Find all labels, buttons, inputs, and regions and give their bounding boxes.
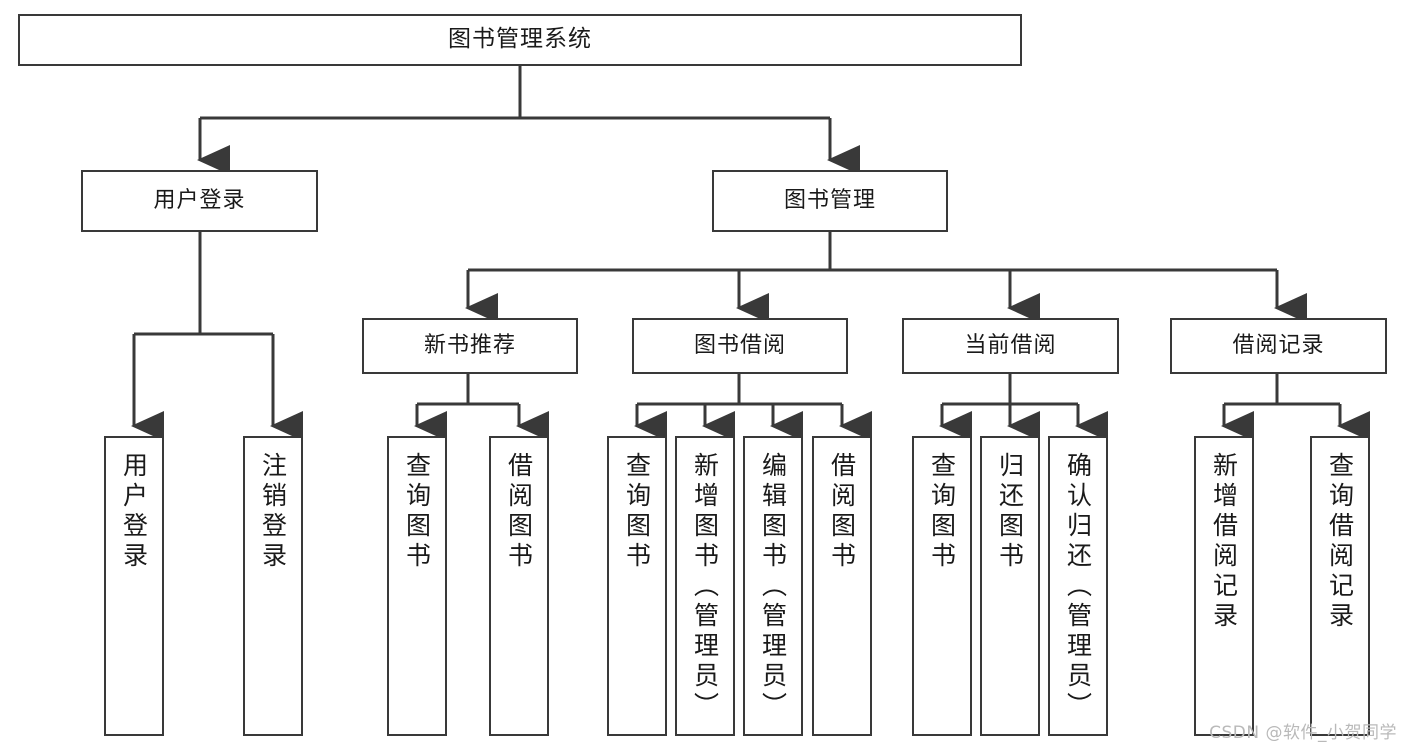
node-label: 当前借阅	[964, 333, 1057, 359]
leaf-logout[interactable]: 注销登录	[243, 436, 303, 736]
node-new-book-recommend[interactable]: 新书推荐	[362, 318, 578, 374]
node-current-borrow[interactable]: 当前借阅	[902, 318, 1119, 374]
node-book-manage[interactable]: 图书管理	[712, 170, 948, 232]
leaf-borrow-book-1[interactable]: 借阅图书	[489, 436, 549, 736]
node-label: 新增借阅记录	[1209, 452, 1239, 632]
node-label: 查询图书	[927, 452, 957, 572]
node-user-login[interactable]: 用户登录	[81, 170, 318, 232]
node-label: 查询图书	[402, 452, 432, 572]
node-book-borrow[interactable]: 图书借阅	[632, 318, 848, 374]
node-label: 借阅图书	[827, 452, 857, 572]
node-label: 图书管理	[783, 188, 876, 214]
node-label: 新书推荐	[423, 333, 516, 359]
leaf-return-book[interactable]: 归还图书	[980, 436, 1040, 736]
node-label: 编辑图书（管理员）	[758, 452, 788, 722]
leaf-query-book-3[interactable]: 查询图书	[912, 436, 972, 736]
node-borrow-record[interactable]: 借阅记录	[1170, 318, 1387, 374]
leaf-user-login[interactable]: 用户登录	[104, 436, 164, 736]
leaf-borrow-book-2[interactable]: 借阅图书	[812, 436, 872, 736]
node-label: 图书管理系统	[448, 26, 592, 53]
node-label: 图书借阅	[693, 333, 786, 359]
leaf-edit-book[interactable]: 编辑图书（管理员）	[743, 436, 803, 736]
csdn-watermark: CSDN @软件_小贺同学	[1209, 723, 1397, 743]
node-root-book-management-system[interactable]: 图书管理系统	[18, 14, 1022, 66]
leaf-query-record[interactable]: 查询借阅记录	[1310, 436, 1370, 736]
node-label: 注销登录	[258, 452, 288, 572]
node-label: 借阅图书	[504, 452, 534, 572]
node-label: 查询图书	[622, 452, 652, 572]
leaf-add-book[interactable]: 新增图书（管理员）	[675, 436, 735, 736]
node-label: 用户登录	[119, 452, 149, 572]
node-label: 新增图书（管理员）	[690, 452, 720, 722]
node-label: 查询借阅记录	[1325, 452, 1355, 632]
leaf-query-book-1[interactable]: 查询图书	[387, 436, 447, 736]
node-label: 归还图书	[995, 452, 1025, 572]
node-label: 用户登录	[153, 188, 246, 214]
leaf-add-record[interactable]: 新增借阅记录	[1194, 436, 1254, 736]
node-label: 借阅记录	[1232, 333, 1325, 359]
node-label: 确认归还（管理员）	[1063, 452, 1093, 722]
leaf-query-book-2[interactable]: 查询图书	[607, 436, 667, 736]
leaf-confirm-return[interactable]: 确认归还（管理员）	[1048, 436, 1108, 736]
